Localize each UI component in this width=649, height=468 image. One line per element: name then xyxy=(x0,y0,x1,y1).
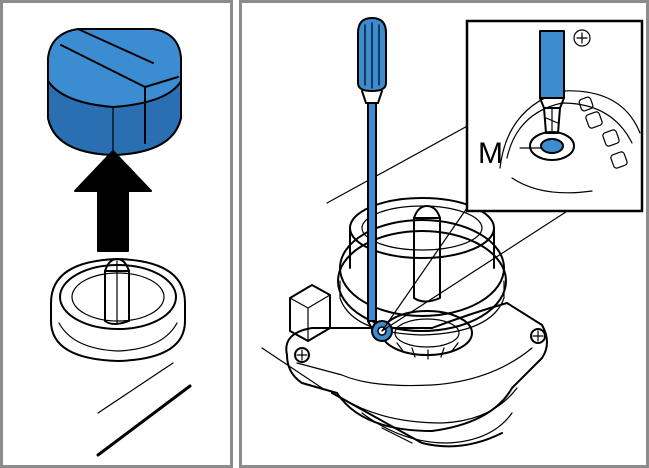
counter-line xyxy=(97,362,174,414)
knob-icon xyxy=(47,28,182,156)
adjustment-illustration: M xyxy=(261,17,644,448)
panel-screwdriver-adjustment: M xyxy=(239,0,649,468)
counter-line xyxy=(96,384,192,457)
counter-line xyxy=(261,347,323,389)
callout-line xyxy=(381,207,573,332)
burner-base xyxy=(285,197,548,448)
callout-line xyxy=(381,207,468,332)
counter-line xyxy=(326,117,483,204)
screwdriver-icon xyxy=(357,17,387,330)
detail-callout: M xyxy=(465,19,644,213)
panel-knob-removal xyxy=(0,0,233,468)
detail-valve xyxy=(499,29,641,194)
callout-label-m: M xyxy=(478,137,503,170)
knob-socket xyxy=(50,258,186,362)
knob-removal-illustration xyxy=(47,28,192,457)
arrow-up-icon xyxy=(74,150,152,252)
